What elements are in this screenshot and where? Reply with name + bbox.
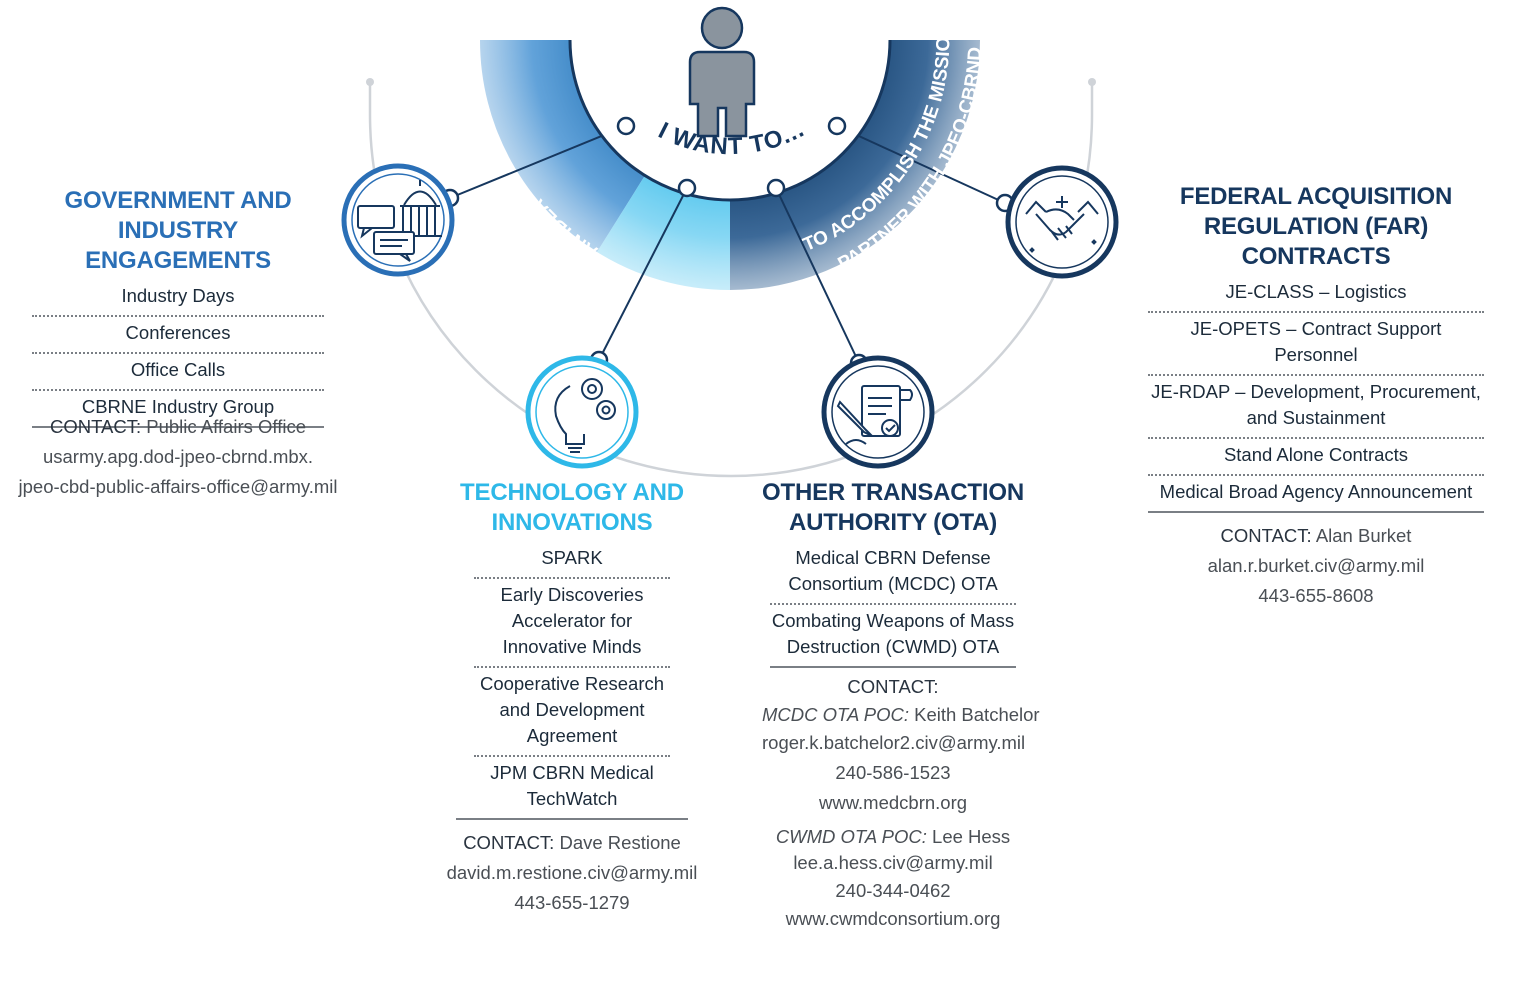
list-item: JE-CLASS – Logistics — [1148, 276, 1484, 313]
contact-label: CONTACT: — [1220, 525, 1312, 546]
list-item: CBRNE Industry Group — [32, 391, 324, 428]
poc-label: CWMD OTA POC: — [775, 826, 927, 847]
contact-email-line-1[interactable]: usarmy.apg.dod-jpeo-cbrnd.mbx. — [42, 446, 314, 467]
contact-email[interactable]: david.m.restione.civ@army.mil — [446, 862, 698, 883]
handshake-icon — [1005, 165, 1119, 279]
person-icon — [688, 6, 756, 138]
poc-name: Keith Batchelor — [914, 704, 1040, 725]
ota-column: OTHER TRANSACTION AUTHORITY (OTA) Medica… — [762, 478, 1040, 932]
contact-email[interactable]: alan.r.burket.civ@army.mil — [1207, 555, 1425, 576]
contact-phone: 443-655-8608 — [1258, 585, 1374, 606]
list-item: Conferences — [32, 317, 324, 354]
gov-title: GOVERNMENT AND INDUSTRY ENGAGEMENTS — [64, 187, 292, 274]
far-contact: CONTACT: Alan Burket alan.r.burket.civ@a… — [1140, 521, 1492, 611]
tech-column: TECHNOLOGY AND INNOVATIONS SPARK Early D… — [447, 478, 698, 918]
gov-column: GOVERNMENT AND INDUSTRY ENGAGEMENTS Indu… — [32, 186, 324, 428]
contract-pen-icon — [821, 355, 935, 469]
ota-title: OTHER TRANSACTION AUTHORITY (OTA) — [762, 479, 1024, 536]
list-item: JE-OPETS – Contract Support Personnel — [1148, 313, 1484, 376]
contact-name: Public Affairs Office — [146, 416, 306, 437]
list-item: Office Calls — [32, 354, 324, 391]
far-column: FEDERAL ACQUISITION REGULATION (FAR) CON… — [1140, 182, 1492, 611]
contact-website[interactable]: www.cwmdconsortium.org — [785, 908, 1001, 929]
contact-website[interactable]: www.medcbrn.org — [818, 792, 968, 813]
lightbulb-gear-icon — [525, 355, 639, 469]
far-list: JE-CLASS – Logistics JE-OPETS – Contract… — [1140, 276, 1492, 513]
tech-title: TECHNOLOGY AND INNOVATIONS — [460, 479, 684, 536]
contact-label: CONTACT: — [463, 832, 555, 853]
contact-name: Alan Burket — [1315, 525, 1412, 546]
list-item: Medical Broad Agency Announcement — [1148, 476, 1484, 513]
poc-label: MCDC OTA POC: — [762, 704, 909, 725]
gov-list: Industry Days Conferences Office Calls C… — [32, 280, 324, 428]
contact-email[interactable]: lee.a.hess.civ@army.mil — [793, 852, 993, 873]
capitol-chat-icon — [341, 163, 455, 277]
list-item: JE-RDAP – Development, Procurement,and S… — [1148, 376, 1484, 439]
contact-phone: 443-655-1279 — [514, 892, 630, 913]
list-item: Stand Alone Contracts — [1148, 439, 1484, 476]
contact-label: CONTACT: — [49, 416, 142, 437]
contact-phone: 240-586-1523 — [835, 762, 951, 783]
contact-name: Dave Restione — [559, 832, 681, 853]
contact-phone: 240-344-0462 — [835, 880, 951, 901]
ota-contact: CONTACT: MCDC OTA POC: Keith Batchelor r… — [762, 672, 1040, 932]
contact-email-line-2[interactable]: jpeo-cbd-public-affairs-office@army.mil — [18, 476, 338, 497]
band-know-label-2: JPEO-CBRND — [487, 0, 546, 32]
gov-contact: CONTACT: Public Affairs Office usarmy.ap… — [0, 412, 356, 502]
far-title: FEDERAL ACQUISITION REGULATION (FAR) CON… — [1179, 183, 1453, 270]
contact-email[interactable]: roger.k.batchelor2.civ@army.mil — [762, 732, 1026, 753]
tech-contact: CONTACT: Dave Restione david.m.restione.… — [426, 828, 718, 918]
list-item: Industry Days — [32, 280, 324, 317]
poc-name: Lee Hess — [932, 826, 1011, 847]
contact-label: CONTACT: — [847, 676, 939, 697]
list-item: SPARK — [474, 542, 670, 579]
